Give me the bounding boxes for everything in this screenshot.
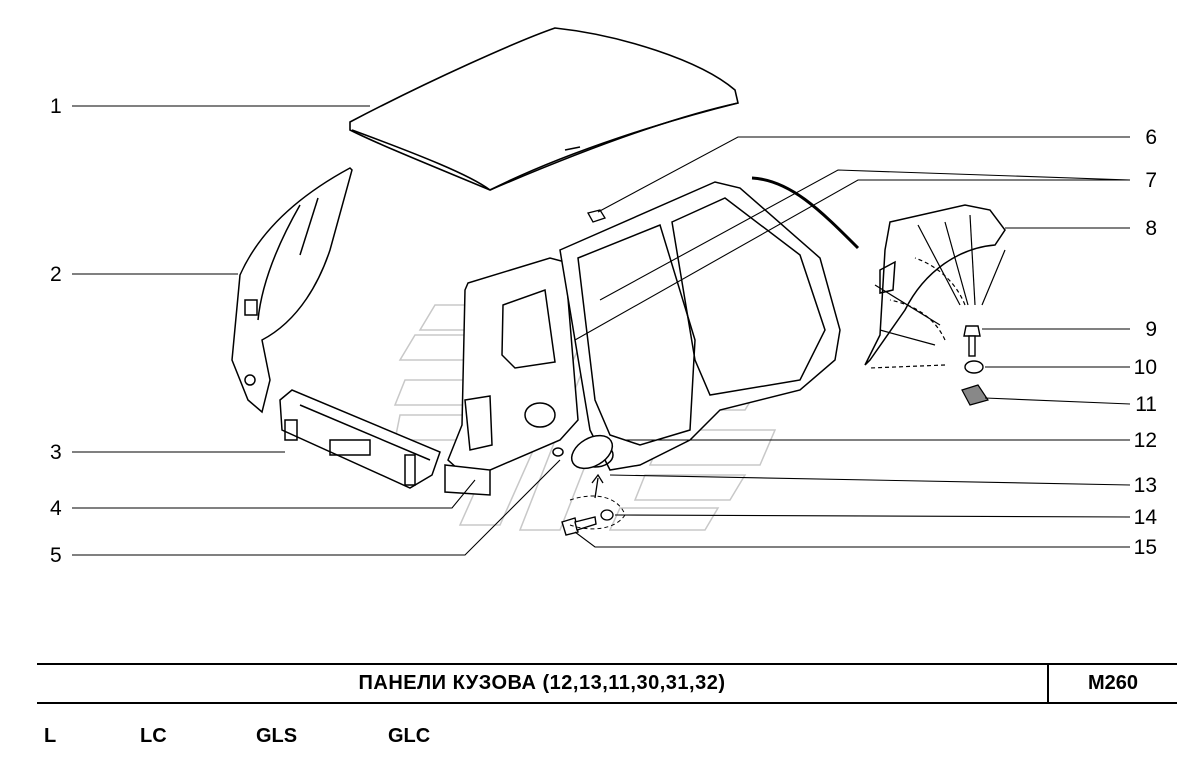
bolt-part (963, 325, 981, 357)
variant-lc: LC (140, 725, 167, 747)
small-washer-part (600, 509, 614, 521)
washer-part (964, 360, 984, 374)
plug-part (587, 209, 606, 223)
leader-lines (72, 105, 1131, 556)
variant-l: L (44, 725, 57, 747)
roof-panel (349, 27, 739, 191)
callout-12: 12 (1133, 429, 1157, 452)
callout-5: 5 (50, 544, 62, 567)
front-inner-panel (231, 167, 353, 414)
footer-divider-top (37, 663, 1177, 665)
callout-6: 6 (1145, 126, 1157, 149)
arrow-up (591, 473, 604, 499)
clip-nut-part (961, 384, 989, 406)
diagram-code: M260 (1087, 672, 1139, 694)
callout-15: 15 (1133, 536, 1157, 559)
callout-9: 9 (1145, 318, 1157, 341)
callout-1: 1 (50, 95, 62, 118)
callout-7: 7 (1145, 169, 1157, 192)
variant-glc: GLC (388, 725, 431, 747)
front-wing (864, 204, 1006, 366)
page-title: ПАНЕЛИ КУЗОВА (12,13,11,30,31,32) (358, 672, 726, 694)
callout-8: 8 (1145, 217, 1157, 240)
callout-11: 11 (1135, 393, 1157, 416)
callout-4: 4 (50, 497, 62, 520)
wing-fastening-arrows (869, 214, 1006, 369)
callout-13: 13 (1133, 474, 1157, 497)
callout-10: 10 (1133, 356, 1157, 379)
screw-part (561, 516, 597, 536)
rear-side-panel (444, 257, 579, 496)
body-side-frame (559, 181, 841, 471)
fuel-filler-flap (552, 434, 614, 470)
variant-gls: GLS (256, 725, 298, 747)
callout-2: 2 (50, 263, 62, 286)
roof-rail (751, 176, 860, 250)
cross-member (279, 389, 441, 489)
callout-14: 14 (1133, 506, 1157, 529)
callout-3: 3 (50, 441, 62, 464)
footer-divider-vertical (1047, 663, 1049, 704)
footer-divider-bottom (37, 702, 1177, 704)
